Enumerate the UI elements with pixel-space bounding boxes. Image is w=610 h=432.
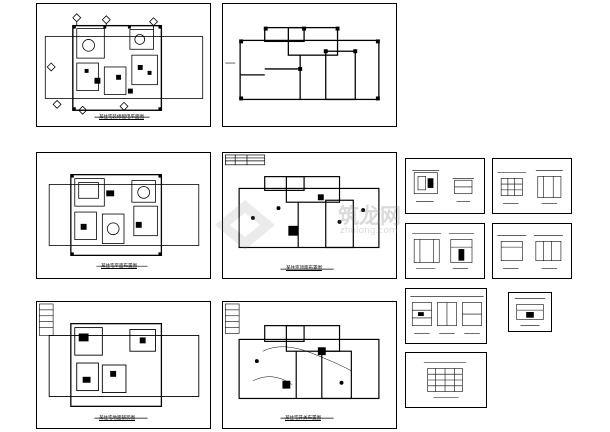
elevation-detail-2 [497, 170, 563, 204]
sheet-3-caption: 某住宅平面布置图 [101, 264, 137, 269]
detail-sheet-1 [405, 158, 485, 214]
floor-plan-ceiling [225, 154, 380, 270]
detail-sheet-5 [405, 288, 487, 344]
detail-sheet-3 [405, 223, 485, 279]
floor-plan-flooring [39, 303, 200, 419]
elevation-detail-4 [497, 235, 563, 269]
watermark-url: zhulong.com [340, 226, 398, 236]
elevation-detail-7 [423, 362, 467, 398]
elevation-detail-1 [412, 170, 474, 202]
elevation-detail-3 [412, 233, 474, 269]
drawing-sheet-3: 某住宅平面布置图 [36, 152, 211, 279]
detail-sheet-6 [508, 292, 552, 332]
drawing-sheet-1: 某住宅装修配电平面图 [36, 3, 211, 127]
floor-plan-electrical [44, 13, 204, 118]
drawing-sheet-4: 某住宅顶面布置图 [222, 152, 397, 279]
drawing-sheet-5: 某住宅地面铺装图 [36, 301, 211, 429]
sheet-4-caption: 某住宅顶面布置图 [286, 266, 322, 271]
sheet-6-caption: 某住宅开关布置图 [285, 416, 321, 421]
elevation-detail-6 [514, 298, 546, 326]
floor-plan-walls [225, 26, 380, 101]
detail-sheet-2 [492, 158, 572, 214]
watermark-brand: 筑龙网 [338, 204, 401, 228]
drawing-sheet-2 [222, 3, 397, 127]
floor-plan-furniture [48, 174, 200, 267]
detail-sheet-7 [405, 352, 487, 408]
sheet-5-caption: 某住宅地面铺装图 [99, 416, 135, 421]
elevation-detail-5 [410, 296, 484, 334]
drawing-sheet-6: 某住宅开关布置图 [222, 301, 397, 429]
detail-sheet-4 [492, 223, 572, 279]
sheet-1-caption: 某住宅装修配电平面图 [99, 115, 144, 120]
floor-plan-switches [225, 303, 380, 419]
